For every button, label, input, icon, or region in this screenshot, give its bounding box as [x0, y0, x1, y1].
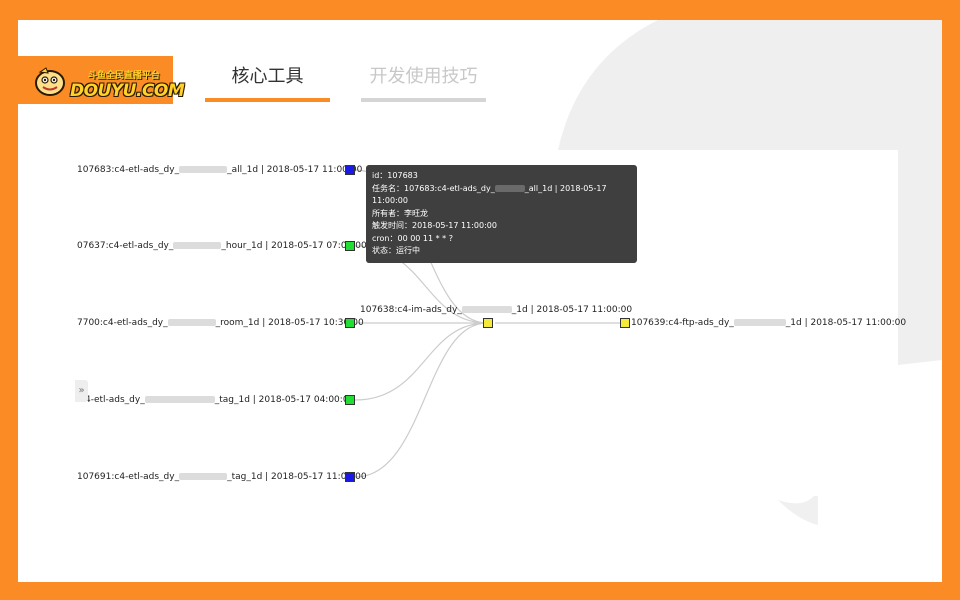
tooltip-trigger-time: 触发时间：2018-05-17 11:00:00 — [372, 221, 497, 230]
job-node-green[interactable] — [345, 241, 355, 251]
douyu-logo: 斗鱼全民直播平台 DOUYU.COM — [18, 56, 185, 104]
node-label: 107691:c4-etl-ads_dy__tag_1d | 2018-05-1… — [77, 472, 367, 482]
node-label: :c4-etl-ads_dy__tag_1d | 2018-05-17 04:0… — [77, 395, 355, 405]
tooltip-name: 任务名：107683:c4-etl-ads_dy__all_1d | 2018-… — [372, 183, 607, 193]
tooltip-status: 状态：运行中 — [372, 246, 420, 255]
tab-label: 核心工具 — [231, 66, 304, 87]
target-node-label: 107639:c4-ftp-ads_dy__1d | 2018-05-17 11… — [631, 318, 907, 328]
fish-mascot-icon — [35, 67, 65, 96]
node-label: 7700:c4-etl-ads_dy__room_1d | 2018-05-17… — [77, 318, 364, 328]
redacted-blur — [733, 319, 786, 326]
tooltip-owner: 所有者：李旺龙 — [372, 208, 428, 218]
node-tooltip: id：107683 任务名：107683:c4-etl-ads_dy__all_… — [366, 165, 637, 263]
job-node-yellow[interactable] — [620, 318, 630, 328]
redacted-blur — [167, 319, 216, 326]
node-label: 107683:c4-etl-ads_dy__all_1d | 2018-05-1… — [77, 165, 363, 175]
job-node-green[interactable] — [345, 318, 355, 328]
logo-subtitle: 斗鱼全民直播平台 — [88, 71, 161, 81]
redacted-blur — [461, 306, 512, 313]
tooltip-cron: cron：00 00 11 * * ? — [372, 233, 453, 243]
edge-node5-middle — [354, 322, 488, 478]
edge-node4-middle — [354, 322, 488, 401]
slide-canvas: 斗鱼全民直播平台 DOUYU.COM 核心工具 开发使用技巧 107683:c4… — [18, 20, 942, 582]
tab-active-underline — [205, 98, 330, 102]
node-label: 07637:c4-etl-ads_dy__hour_1d | 2018-05-1… — [77, 241, 367, 251]
logo-wordmark: DOUYU.COM — [70, 81, 185, 101]
tab-dev-tips[interactable]: 开发使用技巧 — [361, 62, 486, 102]
tab-inactive-underline — [361, 98, 486, 102]
redacted-blur — [173, 242, 222, 249]
tooltip-name-cont: 11:00:00 — [372, 196, 408, 205]
dependency-graph-screenshot: 107683:c4-etl-ads_dy__all_1d | 2018-05-1… — [75, 150, 906, 496]
job-node-green[interactable] — [345, 395, 355, 405]
expand-panel-icon[interactable]: » — [75, 380, 88, 402]
tooltip-id: id：107683 — [372, 171, 418, 180]
redacted-blur — [179, 166, 228, 173]
tab-label: 开发使用技巧 — [369, 66, 478, 87]
job-node-blue[interactable] — [345, 472, 355, 482]
middle-node-label: 107638:c4-im-ads_dy__1d | 2018-05-17 11:… — [360, 305, 633, 315]
job-node-blue[interactable] — [345, 165, 355, 175]
redacted-blur — [144, 396, 215, 403]
tab-core-tools[interactable]: 核心工具 — [205, 62, 330, 102]
redacted-blur — [494, 184, 525, 192]
job-node-yellow[interactable] — [483, 318, 493, 328]
redacted-blur — [179, 473, 228, 480]
